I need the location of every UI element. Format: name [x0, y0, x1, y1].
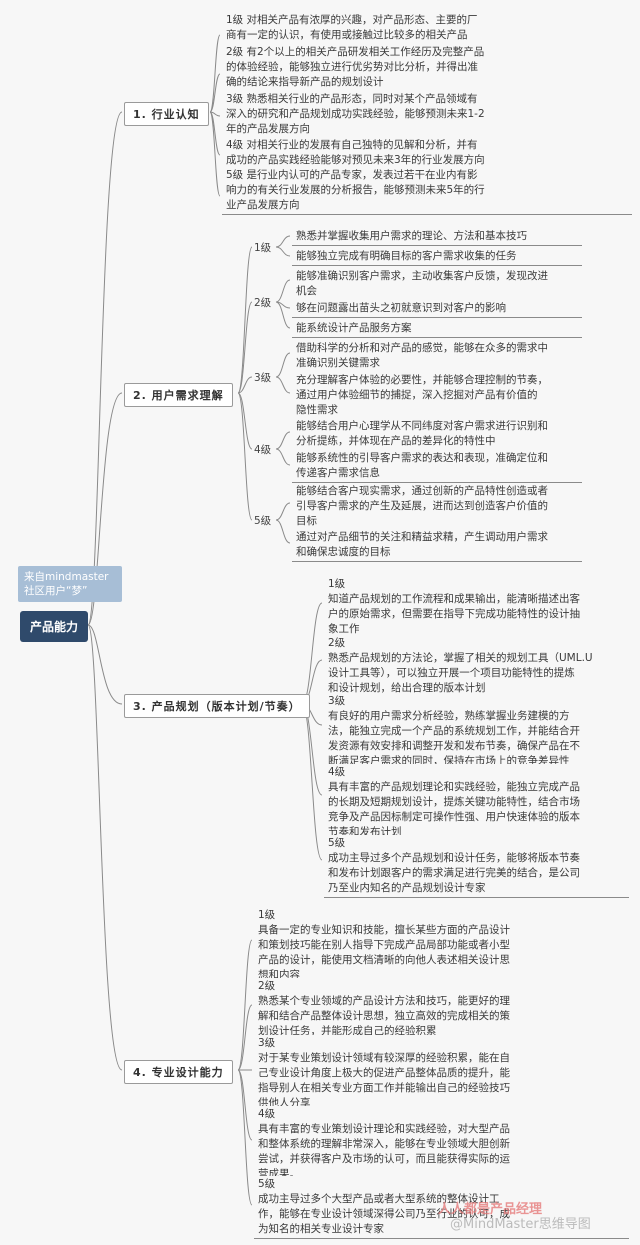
design-level-5[interactable]: 5级 成功主导过多个大型产品或者大型系统的整体设计工 作，能够在专业设计领域深得…	[254, 1176, 629, 1239]
planning-level-4[interactable]: 4级 具有丰富的产品规划理论和实践经验，能独立完成产品 的长期及短期规划设计，提…	[324, 764, 629, 842]
user-needs-2-b[interactable]: 够在问题露出苗头之初就意识到对客户的影响	[292, 300, 582, 318]
user-needs-3-a[interactable]: 借助科学的分析和对产品的感觉，能够在众多的需求中 准确识别关键需求	[292, 340, 582, 373]
branch-product-planning[interactable]: 3. 产品规划（版本计划/节奏）	[124, 694, 310, 718]
brand-logo-watermark: 人人都是产品经理	[438, 1202, 543, 1217]
user-needs-level-1-label: 1级	[254, 242, 272, 254]
user-needs-5-a[interactable]: 能够结合客户现实需求，通过创新的产品特性创造或者 引导客户需求的产生及延展，进而…	[292, 483, 582, 531]
user-needs-level-3-label: 3级	[254, 372, 272, 384]
design-level-1[interactable]: 1级 具备一定的专业知识和技能，擅长某些方面的产品设计 和策划技巧能在别人指导下…	[254, 907, 629, 985]
mindmaster-watermark: @MindMaster思维导图	[450, 1217, 591, 1232]
industry-level-2[interactable]: 2级 有2个以上的相关产品研发相关工作经历及完整产品 的体验经验，能够独立进行优…	[222, 44, 632, 92]
design-level-4[interactable]: 4级 具有丰富的专业策划设计理论和实践经验，对大型产品 和整体系统的理解非常深入…	[254, 1106, 629, 1184]
user-needs-1-b[interactable]: 能够独立完成有明确目标的客户需求收集的任务	[292, 248, 582, 266]
design-level-3[interactable]: 3级 对于某专业策划设计领域有较深厚的经验积累，能在自 己专业设计角度上极大的促…	[254, 1035, 629, 1113]
industry-level-3[interactable]: 3级 熟悉相关行业的产品形态，同时对某个产品领域有 深入的研究和产品规划成功实践…	[222, 91, 632, 139]
user-needs-4-b[interactable]: 能够系统性的引导客户需求的表达和表现，准确定位和 传递客户需求信息	[292, 450, 582, 483]
industry-level-5[interactable]: 5级 是行业内认可的产品专家，发表过若干在业内有影 响力的有关行业发展的分析报告…	[222, 167, 632, 215]
user-needs-level-5-label: 5级	[254, 515, 272, 527]
planning-level-2[interactable]: 2级 熟悉产品规划的方法论，掌握了相关的规划工具（UML.U 设计工具等），可以…	[324, 635, 629, 698]
user-needs-1-a[interactable]: 熟悉并掌握收集用户需求的理论、方法和基本技巧	[292, 228, 582, 246]
branch-industry-knowledge[interactable]: 1. 行业认知	[124, 102, 209, 126]
user-needs-3-b[interactable]: 充分理解客户体验的必要性，并能够合理控制的节奏， 通过用户体验细节的捕捉，深入挖…	[292, 372, 582, 420]
design-level-2[interactable]: 2级 熟悉某个专业领域的产品设计方法和技巧，能更好的理 解和结合产品整体设计思想…	[254, 978, 629, 1041]
planning-level-3[interactable]: 3级 有良好的用户需求分析经验，熟练掌握业务建模的方 法，能独立完成一个产品的系…	[324, 693, 629, 771]
user-needs-level-2-label: 2级	[254, 297, 272, 309]
user-needs-level-4-label: 4级	[254, 444, 272, 456]
root-node[interactable]: 产品能力	[20, 611, 89, 642]
branch-design-ability[interactable]: 4. 专业设计能力	[124, 1060, 233, 1084]
industry-level-4[interactable]: 4级 对相关行业的发展有自己独特的见解和分析，并有 成功的产品实践经验能够对预见…	[222, 137, 632, 170]
user-needs-2-c[interactable]: 能系统设计产品服务方案	[292, 320, 582, 338]
branch-user-needs[interactable]: 2. 用户需求理解	[124, 383, 233, 407]
user-needs-5-b[interactable]: 通过对产品细节的关注和精益求精，产生调动用户需求 和确保忠诚度的目标	[292, 529, 582, 562]
source-note: 来自mindmaster 社区用户“梦”	[18, 566, 122, 602]
industry-level-1[interactable]: 1级 对相关产品有浓厚的兴趣，对产品形态、主要的厂 商有一定的认识，有使用或接触…	[222, 12, 632, 45]
user-needs-2-a[interactable]: 能够准确识别客户需求，主动收集客户反馈，发现改进 机会	[292, 268, 582, 301]
planning-level-5[interactable]: 5级 成功主导过多个产品规划和设计任务，能够将版本节奏 和发布计划跟客户的需求满…	[324, 835, 629, 898]
user-needs-4-a[interactable]: 能够结合用户心理学从不同纬度对客户需求进行识别和 分析提练，并体现在产品的差异化…	[292, 418, 582, 451]
planning-level-1[interactable]: 1级 知道产品规划的工作流程和成果输出，能清晰描述出客 户的原始需求，但需要在指…	[324, 576, 629, 639]
